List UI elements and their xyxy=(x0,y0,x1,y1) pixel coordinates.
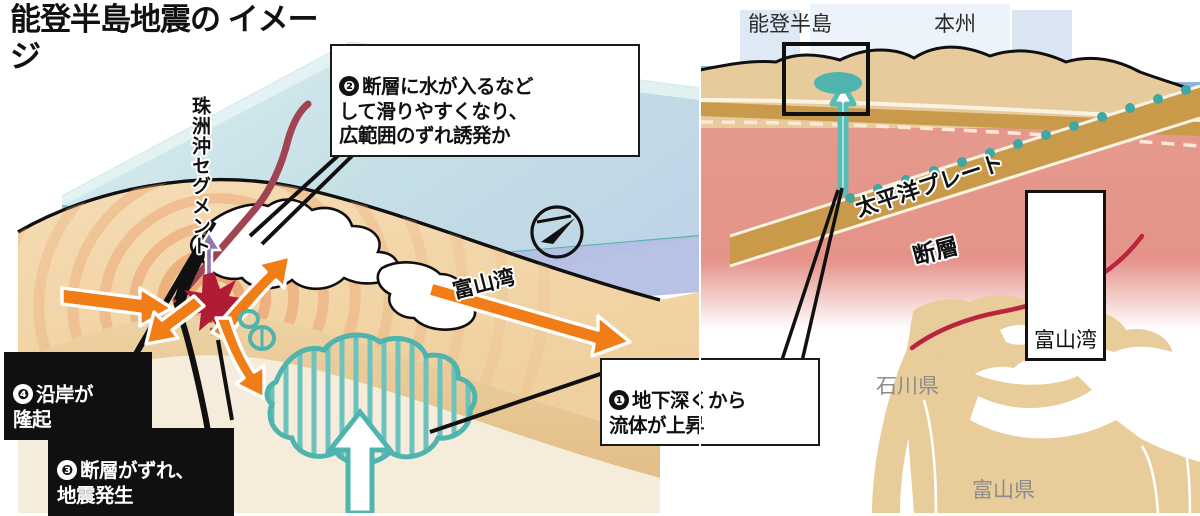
toyama-pref-label: 富山県 xyxy=(972,479,1035,502)
callout-2-text: 断層に水が入るなど して滑りやすくなり、 広範囲のずれ誘発か xyxy=(339,76,534,148)
toyama-bay-inset-label: 富山湾 xyxy=(1034,328,1097,352)
fluid-rise-arrow-right xyxy=(829,81,857,196)
compass-north-icon xyxy=(530,205,584,259)
callout-3-number: ❸ xyxy=(57,460,77,481)
section-focus-box xyxy=(782,42,870,116)
fluid-pool-ellipse xyxy=(814,72,862,94)
honshu-label: 本州 xyxy=(934,13,976,36)
callout-4-text: 沿岸が 隆起 xyxy=(13,384,94,431)
page-title: 能登半島地震の イメージ xyxy=(10,2,319,74)
ishikawa-label: 石川県 xyxy=(876,375,939,398)
callout-2-number: ❷ xyxy=(339,76,359,97)
left-block-diagram: 珠洲沖セグメント 富山湾 xyxy=(17,41,700,513)
panel-divider xyxy=(699,0,701,513)
callout-4-number: ❹ xyxy=(13,384,33,405)
right-leader-lines xyxy=(776,187,844,373)
slab-dotted-line xyxy=(845,85,1191,203)
callout-1-number: ❶ xyxy=(609,390,629,411)
noto-peninsula-label: 能登半島 xyxy=(748,13,832,36)
callout-leader-lines xyxy=(216,150,613,434)
toyama-bay-inset-box: 富山湾 xyxy=(1025,190,1106,361)
left-diagram-svg xyxy=(17,41,700,513)
epicenter-star xyxy=(183,272,246,334)
compression-arrows xyxy=(60,254,632,400)
right-cross-section-and-map: 能登半島 本州 太平洋プレート 断層 富山湾 石川県 富山県 xyxy=(700,0,1200,513)
fluid-rising-arrow xyxy=(324,407,396,513)
callout-1-text: 地下深くから 流体が上昇 xyxy=(609,390,747,437)
segment-label: 珠洲沖セグメント xyxy=(189,96,210,256)
fluid-bubbles xyxy=(238,309,276,351)
callout-3-text: 断層がずれ、 地震発生 xyxy=(57,460,195,507)
